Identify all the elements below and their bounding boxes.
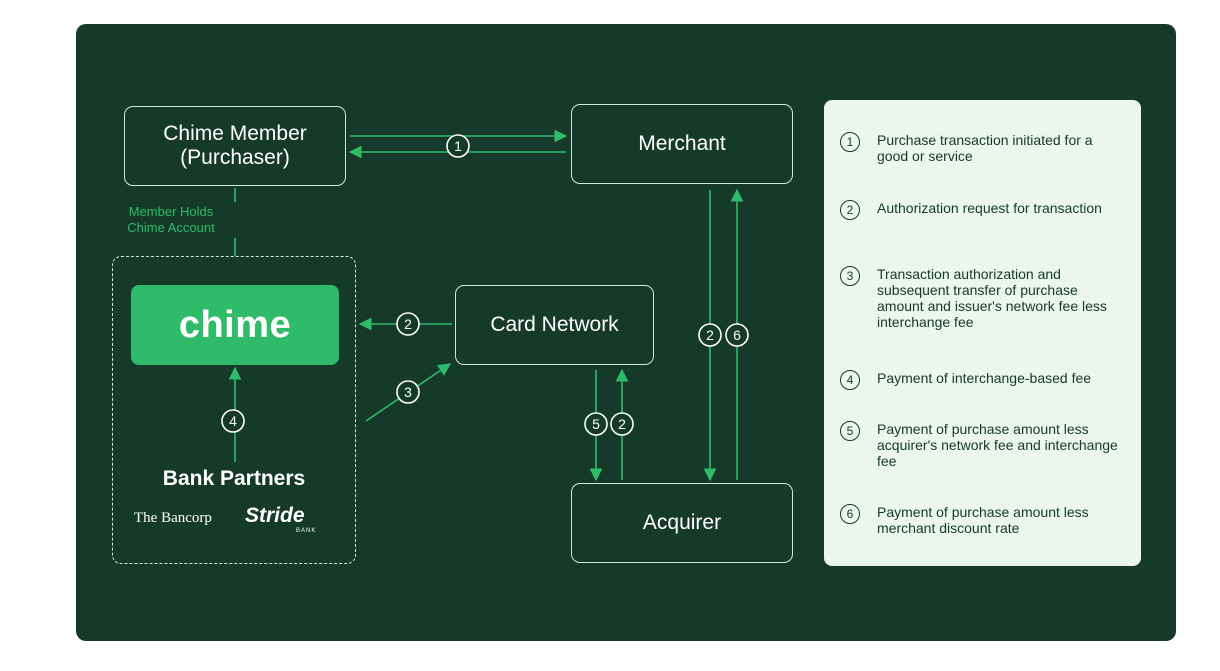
legend-text: Purchase transaction initiated for a goo… (877, 132, 1093, 164)
chime-logo-text: chime (178, 303, 292, 346)
legend-number: 4 (840, 370, 860, 390)
bank-partners-title: Bank Partners (162, 467, 306, 490)
svg-text:2: 2 (404, 316, 412, 332)
svg-text:6: 6 (733, 327, 741, 343)
step-marker-3: 3 (396, 380, 420, 404)
legend-number: 5 (840, 421, 860, 441)
step-marker-4: 4 (221, 409, 245, 433)
bancorp-logo: The Bancorp (134, 510, 212, 526)
legend-text: Payment of interchange-based fee (877, 370, 1092, 386)
legend-item-2: 2 Authorization request for transaction (840, 200, 1125, 220)
legend-item-5: 5 Payment of purchase amount less acquire… (840, 421, 1125, 469)
merchant-label: Merchant (638, 132, 726, 155)
acquirer-node: Acquirer (571, 483, 793, 563)
member-holds-line-1: Member Holds (128, 204, 214, 219)
merchant-node: Merchant (571, 104, 793, 184)
svg-text:3: 3 (404, 384, 412, 400)
svg-text:2: 2 (618, 416, 626, 432)
legend-text: Payment of purchase amount less acquirer… (877, 421, 1118, 469)
step-marker-6: 6 (725, 323, 749, 347)
svg-text:1: 1 (454, 138, 462, 154)
legend-text: Payment of purchase amount less merchant… (877, 504, 1089, 536)
bank-partners-group (112, 256, 356, 564)
step-marker-2: 2 (610, 412, 634, 436)
svg-text:2: 2 (706, 327, 714, 343)
legend-number: 6 (840, 504, 860, 524)
legend-text: Authorization request for transaction (877, 200, 1102, 216)
legend-item-6: 6 Payment of purchase amount less merchan… (840, 504, 1125, 536)
chime-member-line-1: Chime Member (163, 122, 307, 145)
legend-number: 3 (840, 266, 860, 286)
legend-item-3: 3 Transaction authorization and subsequen… (840, 266, 1125, 330)
step-marker-1: 1 (446, 134, 470, 158)
stride-logo: Stride (245, 504, 305, 527)
svg-text:5: 5 (592, 416, 600, 432)
card-network-label: Card Network (490, 313, 619, 336)
legend-text: Transaction authorization and subsequent… (877, 266, 1107, 330)
step-marker-2: 2 (396, 312, 420, 336)
step-marker-2: 2 (698, 323, 722, 347)
acquirer-label: Acquirer (642, 511, 722, 534)
chime-logo: chime (131, 285, 339, 365)
step-marker-5: 5 (584, 412, 608, 436)
legend-panel: 1 Purchase transaction initiated for a go… (824, 100, 1141, 566)
stride-bank-sub: BANK (296, 528, 317, 534)
card-network-node: Card Network (455, 285, 654, 365)
member-holds-label: Member Holds Chime Account (100, 204, 242, 236)
chime-member-node: Chime Member (Purchaser) (124, 106, 346, 186)
legend-number: 1 (840, 132, 860, 152)
svg-text:4: 4 (229, 413, 237, 429)
legend-item-4: 4 Payment of interchange-based fee (840, 370, 1125, 390)
legend-number: 2 (840, 200, 860, 220)
chime-member-line-2: (Purchaser) (180, 146, 290, 169)
member-holds-line-2: Chime Account (127, 220, 215, 235)
legend-item-1: 1 Purchase transaction initiated for a go… (840, 132, 1125, 164)
